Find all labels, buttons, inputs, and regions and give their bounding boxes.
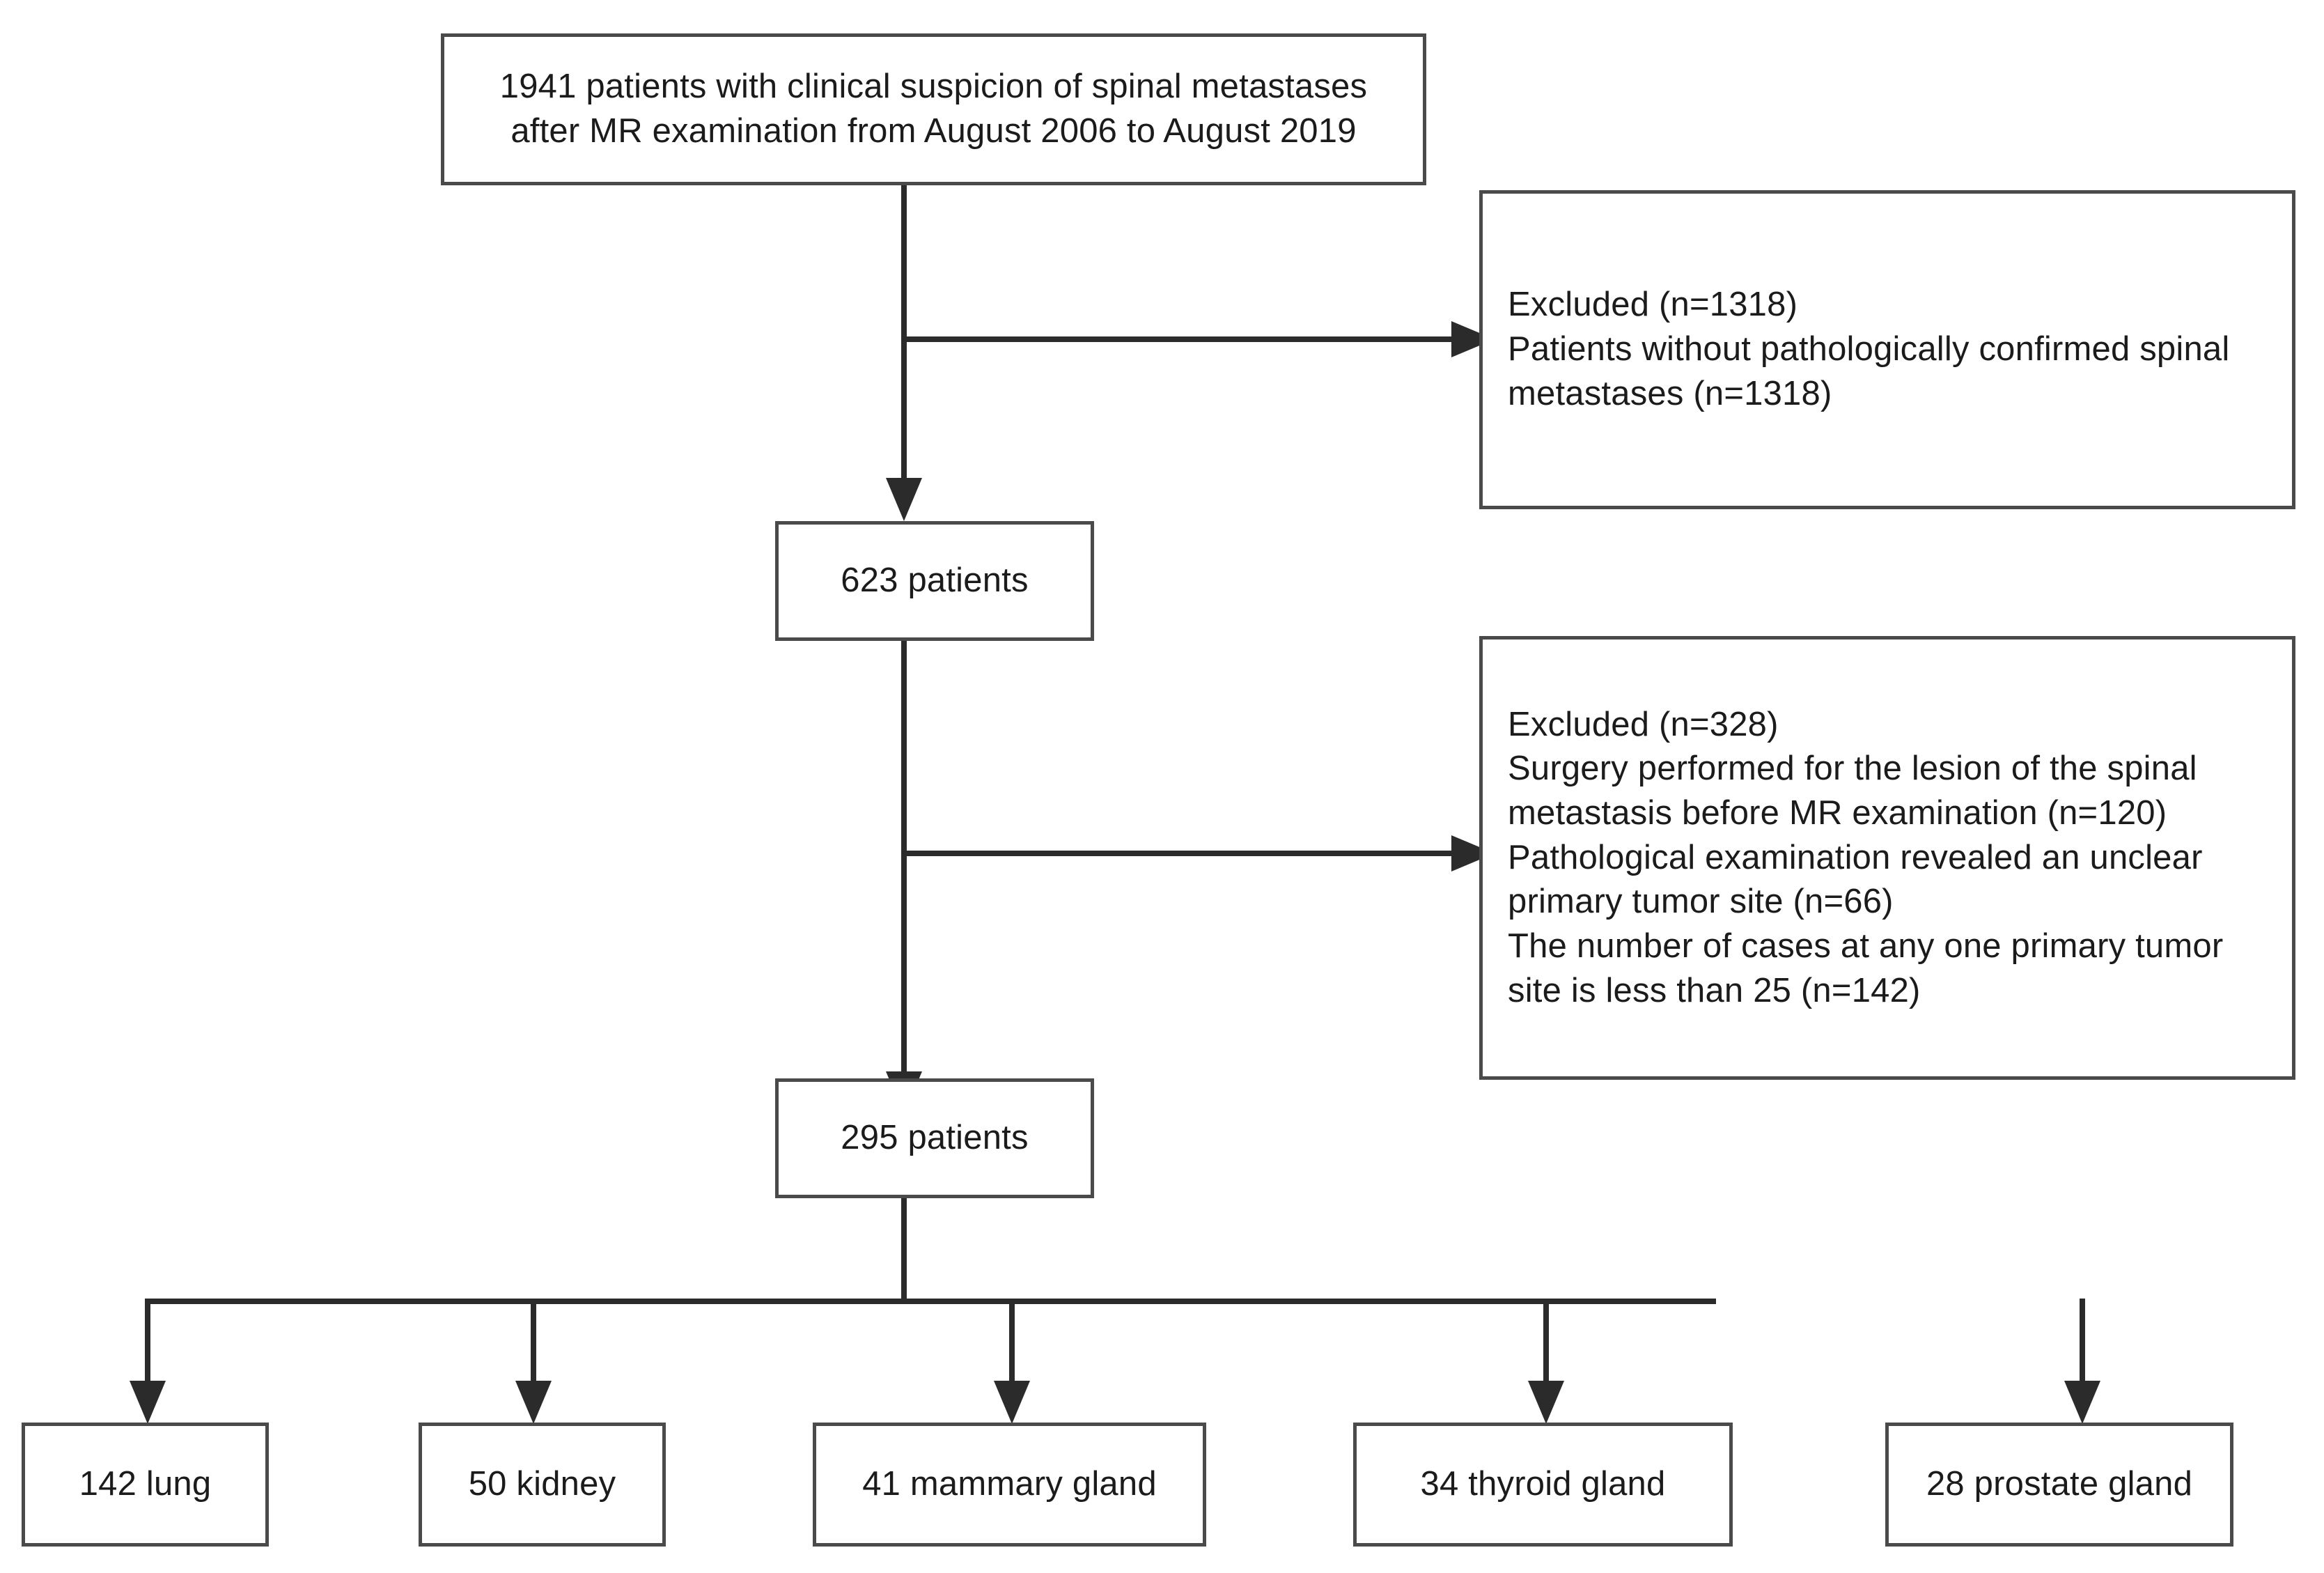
connector-branch-lung: [145, 1299, 150, 1381]
arrowhead-branch-mammary: [994, 1381, 1030, 1424]
node-outcome-mammary-label: 41 mammary gland: [862, 1465, 1157, 1503]
node-outcome-mammary: 41 mammary gland: [813, 1423, 1206, 1547]
connector-branch-mammary: [1009, 1299, 1015, 1381]
node-source-cohort-label: 1941 patients with clinical suspicion of…: [499, 68, 1368, 150]
node-stage-2: 623 patients: [775, 521, 1094, 641]
node-outcome-lung-label: 142 lung: [79, 1465, 212, 1503]
arrowhead-cohort-to-stage2: [886, 478, 922, 521]
distribution-bar: [145, 1299, 1716, 1304]
node-outcome-prostate: 28 prostate gland: [1885, 1423, 2233, 1547]
arrowhead-branch-kidney: [515, 1381, 552, 1424]
node-outcome-prostate-label: 28 prostate gland: [1926, 1465, 2193, 1503]
connector-branch-kidney: [531, 1299, 536, 1381]
node-outcome-thyroid: 34 thyroid gland: [1353, 1423, 1733, 1547]
connector-stage3-to-bar: [901, 1198, 907, 1304]
arrowhead-branch-prostate: [2064, 1381, 2100, 1424]
node-outcome-lung: 142 lung: [22, 1423, 269, 1547]
node-excluded-1-label: Excluded (n=1318) Patients without patho…: [1508, 286, 2230, 412]
node-excluded-2-label: Excluded (n=328) Surgery performed for t…: [1508, 705, 2224, 1009]
connector-to-excluded-1: [901, 336, 1451, 342]
node-stage-2-label: 623 patients: [841, 561, 1029, 600]
connector-branch-prostate: [2080, 1299, 2085, 1381]
node-outcome-kidney: 50 kidney: [419, 1423, 666, 1547]
node-excluded-2: Excluded (n=328) Surgery performed for t…: [1479, 636, 2295, 1080]
node-source-cohort: 1941 patients with clinical suspicion of…: [441, 33, 1426, 185]
node-stage-3-label: 295 patients: [841, 1119, 1029, 1157]
node-outcome-thyroid-label: 34 thyroid gland: [1420, 1465, 1666, 1503]
node-excluded-1: Excluded (n=1318) Patients without patho…: [1479, 190, 2295, 509]
connector-branch-thyroid: [1543, 1299, 1549, 1381]
node-outcome-kidney-label: 50 kidney: [468, 1465, 616, 1503]
arrowhead-branch-lung: [130, 1381, 166, 1424]
connector-stage2-to-stage3: [901, 641, 907, 1071]
connector-to-excluded-2: [901, 851, 1451, 856]
connector-cohort-to-stage2: [901, 185, 907, 478]
arrowhead-branch-thyroid: [1528, 1381, 1564, 1424]
node-stage-3: 295 patients: [775, 1078, 1094, 1198]
